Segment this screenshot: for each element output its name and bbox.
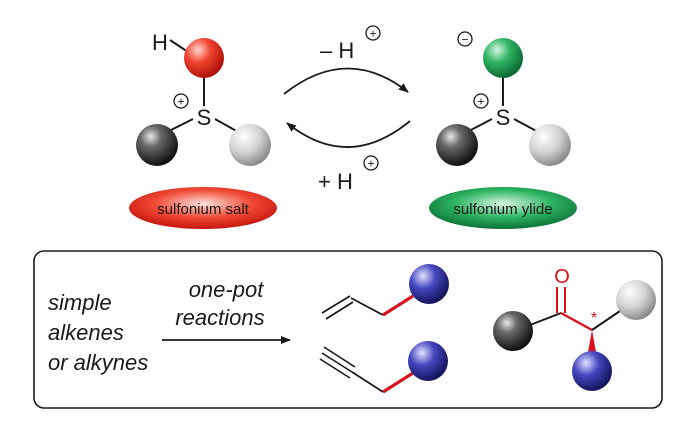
- h-bond: [169, 39, 189, 53]
- substrate-line-2: alkenes: [48, 320, 124, 345]
- propargyl-blue-sphere: [408, 341, 448, 381]
- red-sphere: [184, 38, 224, 78]
- sulfonium-salt-label: sulfonium salt: [157, 201, 250, 218]
- svg-text:+: +: [477, 95, 484, 109]
- equilibrium-arrows: – H + + H +: [283, 25, 411, 194]
- ketone-black-sphere: [493, 311, 533, 351]
- stereocenter-label: *: [591, 310, 597, 327]
- positive-charge-icon: +: [173, 93, 189, 109]
- ylide-sulfur-label: S: [496, 105, 511, 130]
- reverse-arrow: [286, 120, 411, 148]
- forward-label: – H: [320, 38, 354, 63]
- substrate-line-3: or alkynes: [48, 350, 148, 375]
- svg-text:+: +: [367, 157, 374, 171]
- allyl-blue-sphere: [409, 264, 449, 304]
- reaction-label-line-2: reactions: [175, 305, 264, 330]
- reactions-box: [33, 250, 663, 409]
- ketone-blue-sphere: [572, 351, 612, 391]
- sulfonium-salt-pill: sulfonium salt: [129, 187, 277, 229]
- sulfonium-ylide-label: sulfonium ylide: [453, 201, 552, 218]
- forward-arrow: [283, 67, 409, 95]
- propargyl-product: [319, 341, 448, 394]
- black-sphere: [136, 124, 178, 166]
- ketone-grey-sphere: [616, 280, 656, 320]
- forward-charge-icon: +: [365, 25, 381, 41]
- propargyl-red-bond: [382, 371, 414, 394]
- proton-label: H: [152, 30, 168, 55]
- svg-text:+: +: [177, 95, 184, 109]
- substrate-line-1: simple: [48, 290, 112, 315]
- reverse-label: + H: [318, 169, 353, 194]
- sulfonium-salt-structure: H + S: [136, 30, 271, 166]
- allyl-red-bond: [382, 294, 414, 317]
- svg-text:+: +: [369, 27, 376, 41]
- wedge-bond: [588, 330, 596, 352]
- ketone-product: O *: [493, 266, 656, 391]
- grey-sphere: [229, 124, 271, 166]
- allyl-product: [321, 264, 449, 320]
- ylide-positive-charge-icon: +: [473, 93, 489, 109]
- sulfonium-ylide-structure: − + S: [436, 31, 571, 166]
- sulfur-label: S: [197, 105, 212, 130]
- substrate-text: simple alkenes or alkynes: [48, 290, 148, 375]
- sulfonium-ylide-pill: sulfonium ylide: [429, 187, 577, 229]
- ylide-grey-sphere: [529, 124, 571, 166]
- reverse-charge-icon: +: [363, 155, 379, 171]
- carbonyl-oxygen-label: O: [554, 266, 570, 288]
- green-sphere: [483, 38, 523, 78]
- svg-text:−: −: [461, 33, 468, 47]
- ylide-black-sphere: [436, 124, 478, 166]
- reaction-label-line-1: one-pot: [189, 277, 265, 302]
- negative-charge-icon: −: [457, 31, 473, 47]
- reaction-arrow-group: one-pot reactions: [162, 277, 291, 344]
